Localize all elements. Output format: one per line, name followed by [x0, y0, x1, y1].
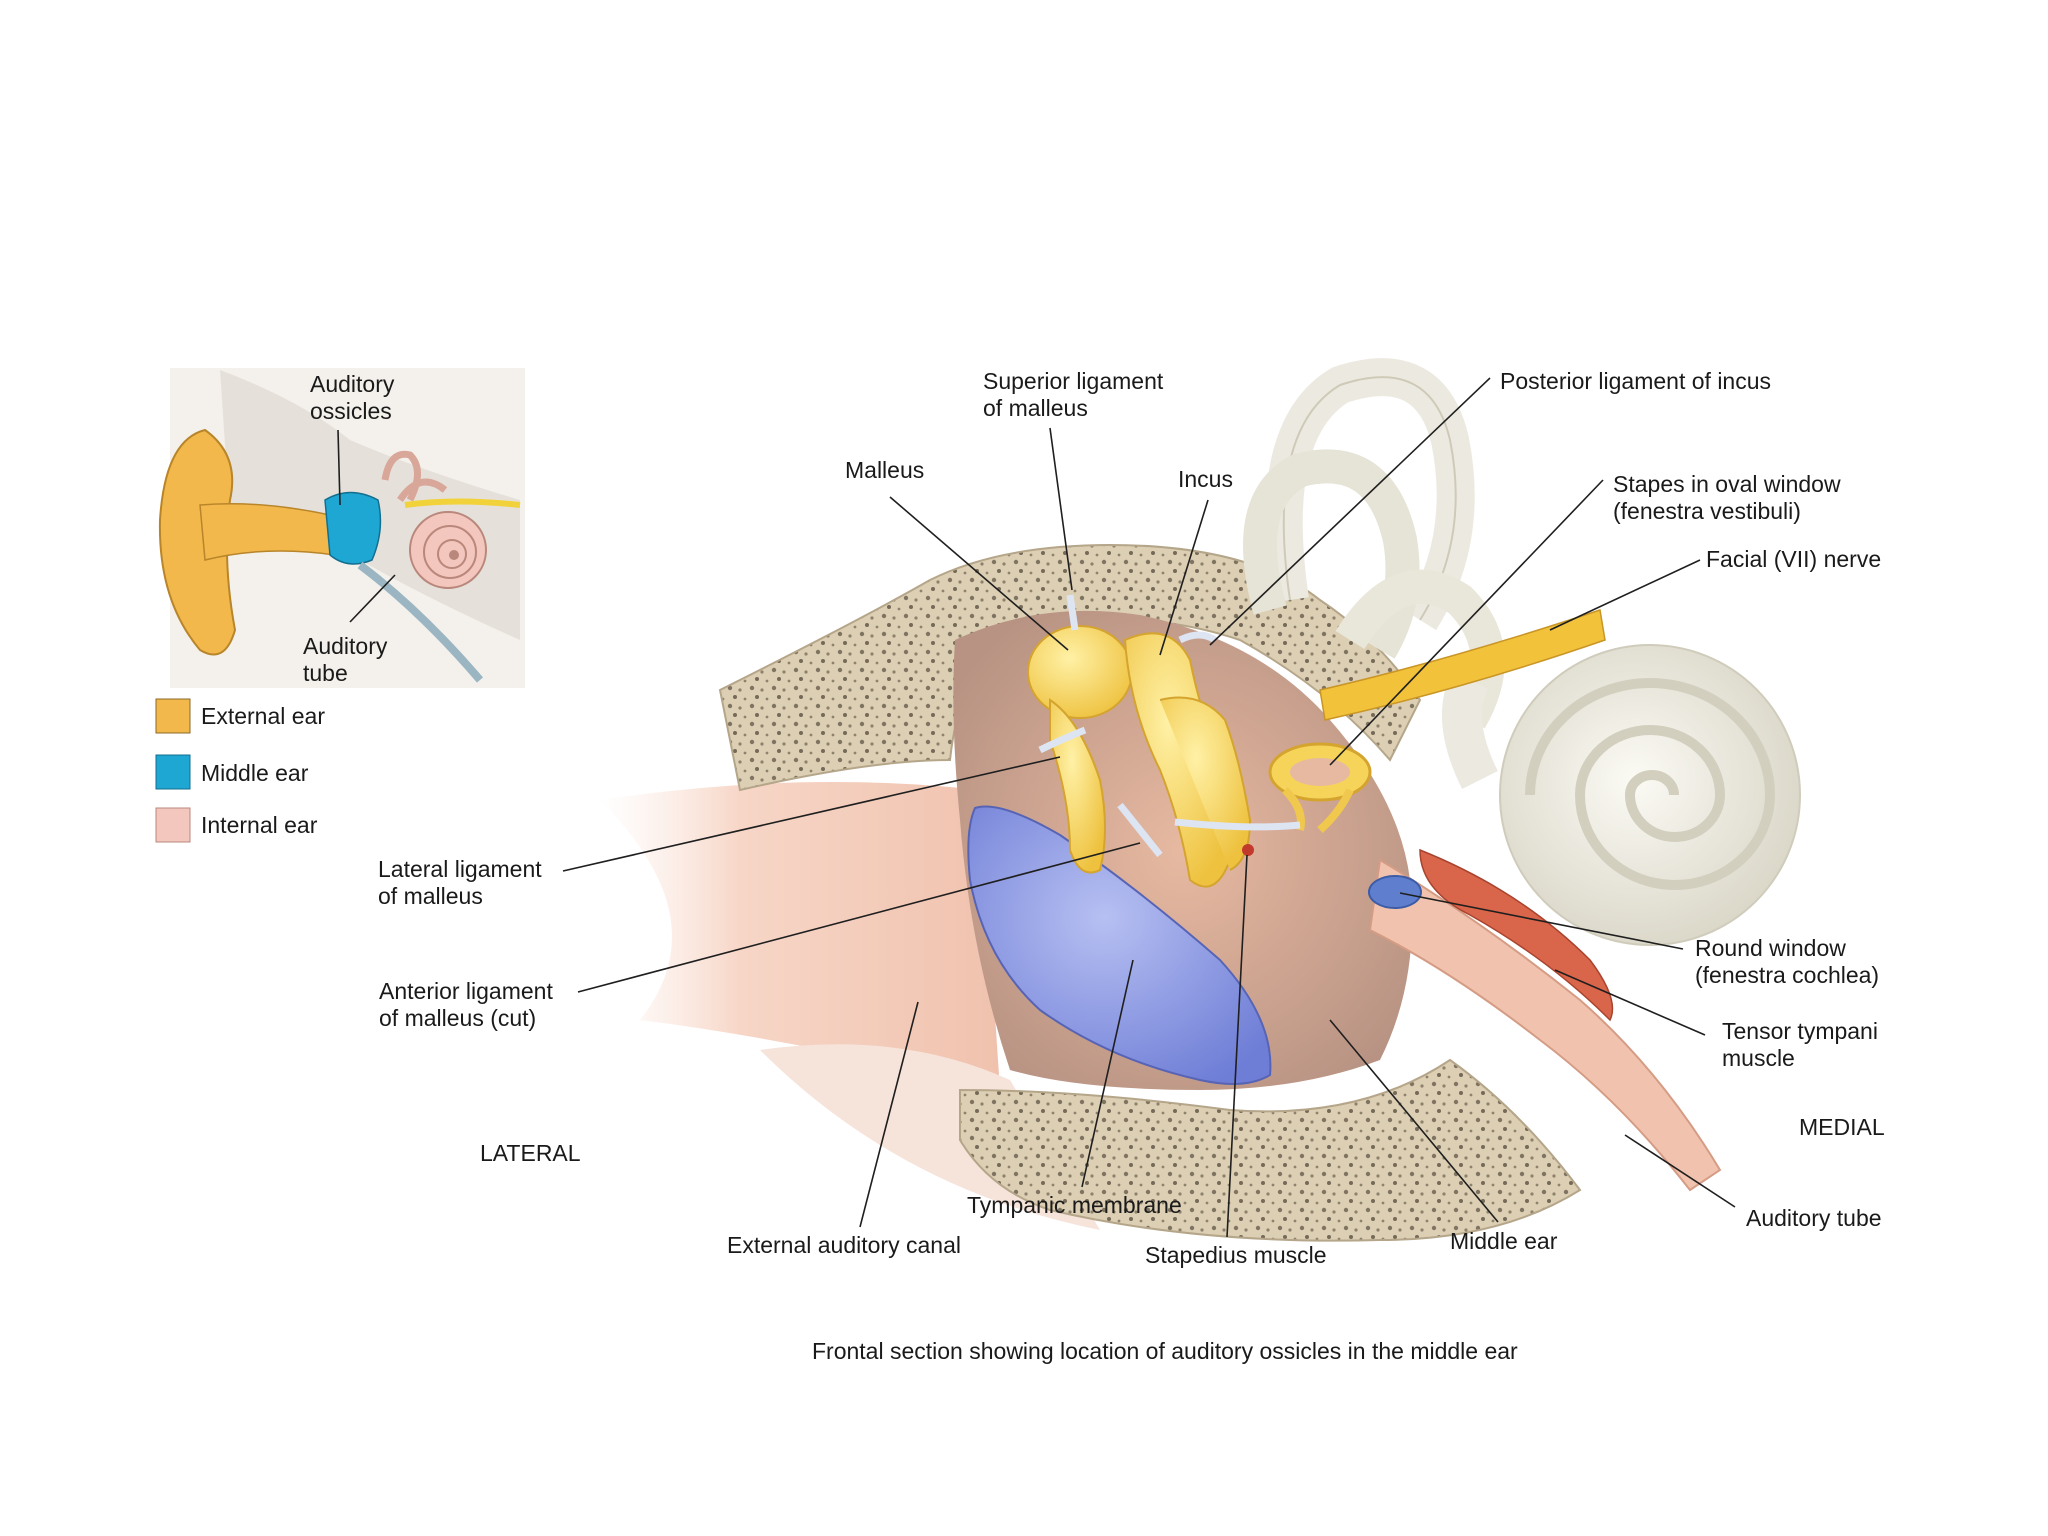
diagram-labels: Superior ligament of malleus Malleus Inc…	[378, 368, 1885, 1364]
label-inset-tube: Auditory tube	[303, 633, 394, 686]
label-malleus: Malleus	[845, 457, 924, 483]
leader-tensor-tympani	[1554, 969, 1706, 1036]
inset-ear-illustration: Auditory ossicles Auditory tube	[158, 368, 525, 688]
inset-semicircular-canals	[381, 450, 448, 503]
stapes	[1268, 742, 1372, 833]
inset-nerve	[404, 498, 521, 508]
legend-swatch-internal-ear	[155, 807, 191, 843]
leader-anterior-ligament	[577, 842, 1141, 993]
inset-external-canal	[199, 503, 336, 561]
label-lateral-ligament: Lateral ligament of malleus	[378, 856, 548, 909]
legend-swatch-middle-ear	[155, 754, 191, 790]
inset-middle-ear	[324, 491, 382, 565]
leader-lines	[562, 377, 1736, 1238]
cochlea	[1442, 644, 1801, 946]
label-posterior-ligament: Posterior ligament of incus	[1500, 368, 1771, 394]
leader-round-window	[1399, 892, 1684, 950]
leader-stapedius	[1226, 854, 1248, 1238]
label-external-canal: External auditory canal	[727, 1232, 961, 1258]
round-window-shape	[1368, 875, 1422, 909]
leader-stapes	[1329, 479, 1604, 766]
label-auditory-tube: Auditory tube	[1746, 1205, 1882, 1231]
label-round-window: Round window (fenestra cochlea)	[1695, 935, 1879, 988]
leader-malleus	[889, 496, 1069, 651]
stapedius-muscle-shape	[1242, 844, 1254, 856]
frontal-section-illustration	[600, 358, 1801, 1242]
auditory-tube-channel	[1368, 858, 1722, 1192]
label-facial-nerve: Facial (VII) nerve	[1706, 546, 1881, 572]
label-lateral: LATERAL	[480, 1140, 581, 1166]
tensor-tympani-muscle-shape	[1419, 848, 1614, 1022]
label-incus: Incus	[1178, 466, 1233, 492]
leader-auditory-tube	[1624, 1134, 1736, 1208]
label-tensor-tympani: Tensor tympani muscle	[1722, 1018, 1884, 1071]
legend-item-internal-ear: Internal ear	[155, 807, 318, 843]
leader-superior-ligament	[1049, 427, 1073, 591]
leader-facial-nerve	[1549, 559, 1701, 631]
label-stapes: Stapes in oval window (fenestra vestibul…	[1613, 471, 1847, 524]
ligaments	[1038, 594, 1301, 858]
leader-middle-ear	[1329, 1019, 1499, 1223]
label-superior-ligament: Superior ligament of malleus	[983, 368, 1170, 421]
figure-caption: Frontal section showing location of audi…	[812, 1338, 1518, 1364]
leader-incus	[1159, 499, 1209, 656]
label-middle-ear: Middle ear	[1450, 1228, 1558, 1254]
label-tympanic-membrane: Tympanic membrane	[967, 1192, 1182, 1218]
label-medial: MEDIAL	[1799, 1114, 1885, 1140]
legend-item-middle-ear: Middle ear	[155, 754, 309, 790]
label-stapedius: Stapedius muscle	[1145, 1242, 1327, 1268]
label-anterior-ligament: Anterior ligament of malleus (cut)	[379, 978, 559, 1031]
inset-auricle	[158, 428, 237, 656]
leader-posterior-ligament	[1209, 377, 1491, 646]
legend-label-internal-ear: Internal ear	[201, 812, 318, 838]
leader-external-canal	[859, 1001, 919, 1228]
leader-inset-tube	[349, 574, 396, 623]
leader-tympanic-membrane	[1081, 959, 1134, 1188]
lower-temporal-bone	[959, 1058, 1582, 1242]
legend-item-external-ear: External ear	[155, 698, 325, 734]
legend-label-middle-ear: Middle ear	[201, 760, 309, 786]
inset-auditory-tube	[357, 561, 484, 683]
facial-nerve-shape	[1319, 609, 1606, 721]
external-canal-tissue	[600, 782, 1000, 1090]
leader-inset-ossicles	[337, 429, 341, 506]
legend-label-external-ear: External ear	[201, 703, 325, 729]
leader-lateral-ligament	[562, 756, 1061, 872]
label-inset-ossicles: Auditory ossicles	[310, 371, 401, 424]
legend: External ear Middle ear Internal ear	[155, 698, 325, 843]
legend-swatch-external-ear	[155, 698, 191, 734]
inset-cochlea	[409, 511, 487, 589]
